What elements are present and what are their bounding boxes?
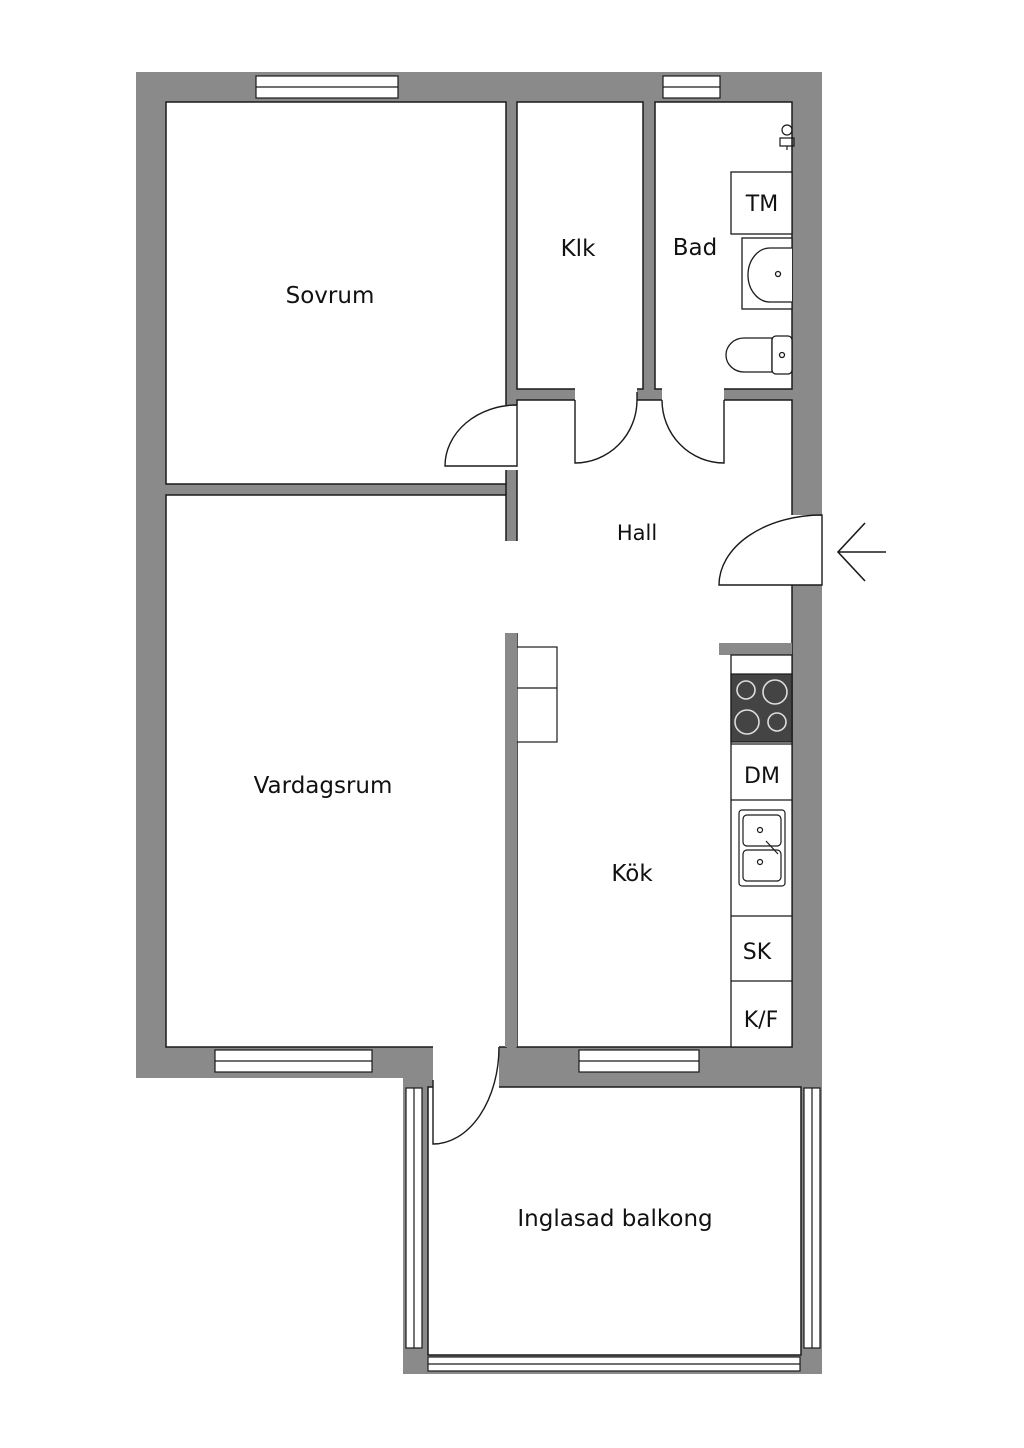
room-label-balkong: Inglasad balkong	[517, 1206, 712, 1232]
kf-label: K/F	[744, 1008, 779, 1033]
door-klk	[574, 392, 638, 464]
door-bad	[661, 399, 725, 464]
room-label-klk: Klk	[561, 236, 596, 262]
balkong-floor	[427, 1086, 802, 1356]
toilet-icon	[725, 335, 793, 375]
tm-label: TM	[745, 192, 778, 217]
dm-label: DM	[744, 764, 780, 789]
room-label-bad: Bad	[673, 235, 717, 261]
sk-label: SK	[743, 940, 772, 965]
bad-door-gap	[662, 387, 724, 402]
kitchen-partition	[505, 633, 517, 1047]
washbasin-icon	[741, 237, 793, 310]
arrow-left-icon	[836, 522, 886, 582]
doors	[432, 392, 823, 1145]
balcony-door-gap	[433, 1045, 499, 1090]
room-label-sovrum: Sovrum	[286, 283, 375, 309]
room-floors	[165, 101, 802, 1356]
door-sovrum	[444, 404, 518, 467]
hall-vardagsrum-opening	[505, 541, 519, 633]
room-label-hall: Hall	[617, 521, 657, 545]
shower-icon	[779, 124, 795, 150]
kitchen-wall-cabinet	[516, 646, 558, 743]
tm-box	[730, 171, 793, 235]
stove-icon	[730, 673, 793, 743]
hall-kitchen-stub	[719, 643, 792, 655]
windows	[214, 75, 821, 1372]
klk-door-gap	[575, 387, 637, 402]
sovrum-door-gap	[505, 405, 519, 470]
room-label-vardagsrum: Vardagsrum	[254, 773, 393, 799]
door-balcony	[432, 1046, 500, 1145]
sovrum-floor	[165, 101, 507, 485]
room-label-kok: Kök	[611, 861, 653, 887]
sink-icon	[738, 809, 786, 887]
door-entrance	[718, 514, 823, 586]
vardagsrum-floor	[165, 494, 507, 1048]
klk-floor	[516, 101, 644, 390]
